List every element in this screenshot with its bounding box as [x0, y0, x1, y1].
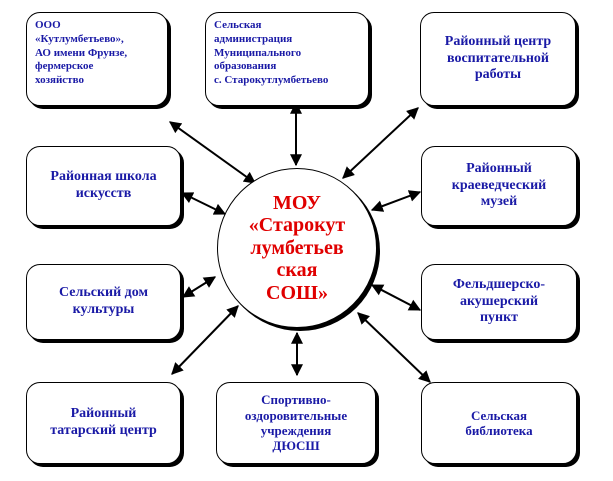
node-biblio: Сельская библиотека — [421, 382, 577, 464]
arrow-dom-kult — [181, 276, 217, 298]
arrow-tatar — [171, 305, 239, 375]
arrow-shkola-isk — [180, 192, 227, 215]
node-muzei-label: Районный краеведческий музей — [451, 161, 547, 210]
node-vospit: Районный центр воспитательной работы — [420, 12, 576, 106]
node-sport: Спортивно- оздоровительные учреждения ДЮ… — [216, 382, 376, 464]
node-sport-label: Спортивно- оздоровительные учреждения ДЮ… — [244, 392, 348, 454]
node-ooo-label: ООО «Кутлумбетьево», АО имени Фрунзе, фе… — [35, 19, 128, 86]
arrow-biblio — [357, 312, 431, 383]
center-school-circle: МОУ «Старокут лумбетьев ская СОШ» — [217, 168, 377, 328]
node-feldsher-label: Фельдшерско- акушерский пункт — [452, 277, 546, 326]
arrow-feldsher — [370, 284, 422, 311]
node-biblio-label: Сельская библиотека — [465, 407, 533, 438]
node-tatar-label: Районный татарский центр — [50, 406, 157, 438]
node-muzei: Районный краеведческий музей — [421, 146, 577, 226]
center-school-label: МОУ «Старокут лумбетьев ская СОШ» — [248, 192, 346, 304]
node-admin-label: Сельская администрация Муниципального об… — [214, 19, 329, 86]
arrow-muzei — [370, 190, 422, 212]
node-dom-kult-label: Сельский дом культуры — [58, 285, 149, 317]
node-vospit-label: Районный центр воспитательной работы — [444, 34, 552, 83]
node-shkola-isk-label: Районная школа искусств — [50, 169, 157, 201]
node-tatar: Районный татарский центр — [26, 382, 181, 464]
node-shkola-isk: Районная школа искусств — [26, 146, 181, 226]
node-dom-kult: Сельский дом культуры — [26, 264, 181, 340]
node-admin: Сельская администрация Муниципального об… — [205, 12, 369, 106]
arrow-vospit — [342, 107, 419, 179]
node-ooo: ООО «Кутлумбетьево», АО имени Фрунзе, фе… — [26, 12, 168, 106]
node-feldsher: Фельдшерско- акушерский пункт — [421, 264, 577, 340]
arrow-ooo — [169, 121, 256, 184]
